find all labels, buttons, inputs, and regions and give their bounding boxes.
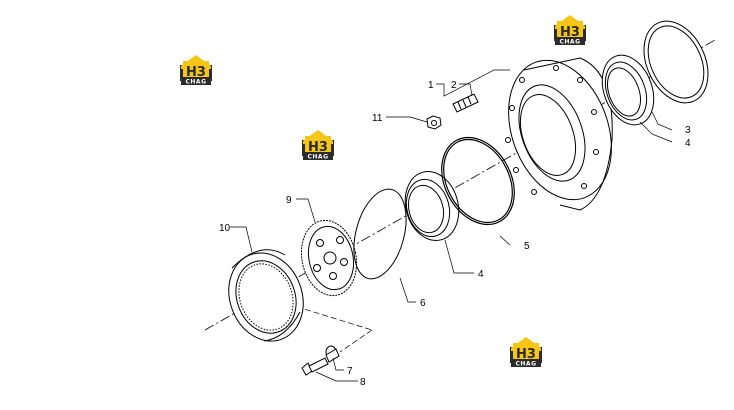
callout-9: 9 — [286, 195, 292, 206]
callout-7: 7 — [347, 366, 353, 377]
wheel-nut — [426, 115, 442, 130]
watermark-sub: CHAG — [560, 39, 581, 46]
washer — [325, 345, 340, 363]
callout-8: 8 — [360, 377, 366, 388]
bolt-axis — [339, 329, 373, 353]
ring-gear — [228, 249, 304, 342]
callout-10: 10 — [219, 223, 231, 234]
hub-housing — [505, 57, 613, 211]
bearing-inner — [404, 171, 460, 241]
callout-2: 2 — [451, 80, 457, 91]
watermark-mark: H3 — [186, 65, 206, 80]
watermark-mark: H3 — [308, 140, 328, 155]
watermark-logo: H3 CHAG — [302, 130, 334, 161]
watermark-logo: H3 CHAG — [180, 55, 212, 86]
leader-lines — [230, 69, 673, 382]
snap-ring — [353, 188, 407, 280]
o-ring — [441, 136, 515, 226]
watermark-logo: H3 CHAG — [554, 15, 586, 46]
watermark-logo: H3 CHAG — [510, 337, 542, 368]
watermark-sub: CHAG — [516, 361, 537, 368]
bearing-outer — [601, 54, 655, 126]
callout-3: 3 — [685, 125, 691, 136]
callout-labels: 1 2 3 4 4 5 6 7 8 9 10 11 — [219, 80, 691, 388]
callout-4-inner: 4 — [478, 269, 484, 280]
bolt — [301, 357, 329, 376]
callout-6: 6 — [420, 298, 426, 309]
watermark-sub: CHAG — [308, 154, 329, 161]
callout-1: 1 — [428, 80, 434, 91]
callout-11: 11 — [372, 113, 383, 124]
callout-5: 5 — [524, 241, 530, 252]
watermark-mark: H3 — [516, 347, 536, 362]
callout-4-outer: 4 — [685, 138, 691, 149]
watermark-mark: H3 — [560, 25, 580, 40]
planet-carrier — [300, 219, 358, 297]
watermark-sub: CHAG — [186, 79, 207, 86]
wheel-stud — [452, 93, 479, 113]
seal — [643, 20, 709, 104]
